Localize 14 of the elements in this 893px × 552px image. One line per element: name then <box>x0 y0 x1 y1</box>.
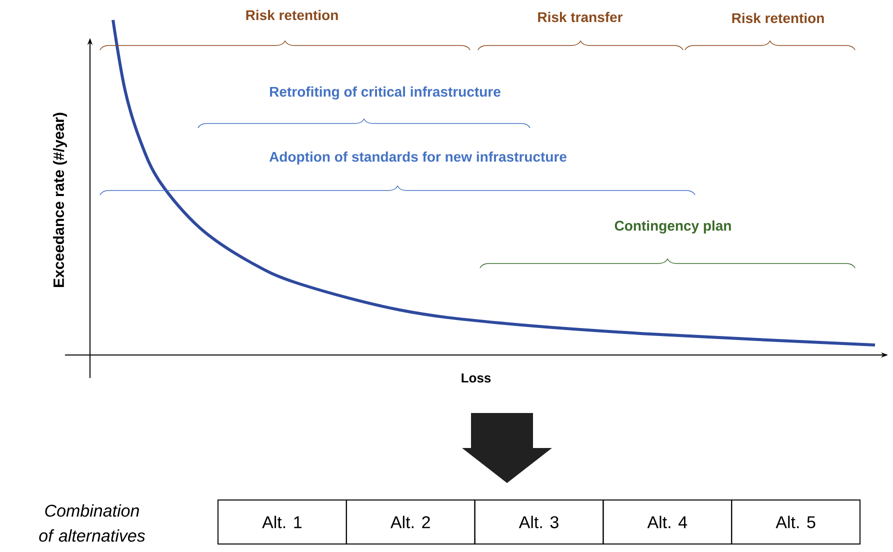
range-label: Risk retention <box>732 12 824 24</box>
range-label: Retrofiting of critical infrastructure <box>270 86 500 100</box>
table-cell: Alt. 1 <box>218 500 347 544</box>
range-label: Adoption of standards for new infrastructure <box>269 151 566 165</box>
range-label: Contingency plan <box>614 220 731 234</box>
axis-title: Exceedance rate (#/year) <box>53 112 67 287</box>
row-label: Combination of alternatives <box>39 504 146 542</box>
range-label: Risk retention <box>246 10 338 20</box>
axis-title: Loss <box>462 373 491 383</box>
table-cell: Alt. 5 <box>731 500 860 544</box>
range-label: Risk transfer <box>538 12 623 22</box>
table-cell: Alt. 3 <box>474 500 604 544</box>
table-cell: Alt. 2 <box>346 500 476 544</box>
table-cell: Alt. 4 <box>602 500 732 544</box>
